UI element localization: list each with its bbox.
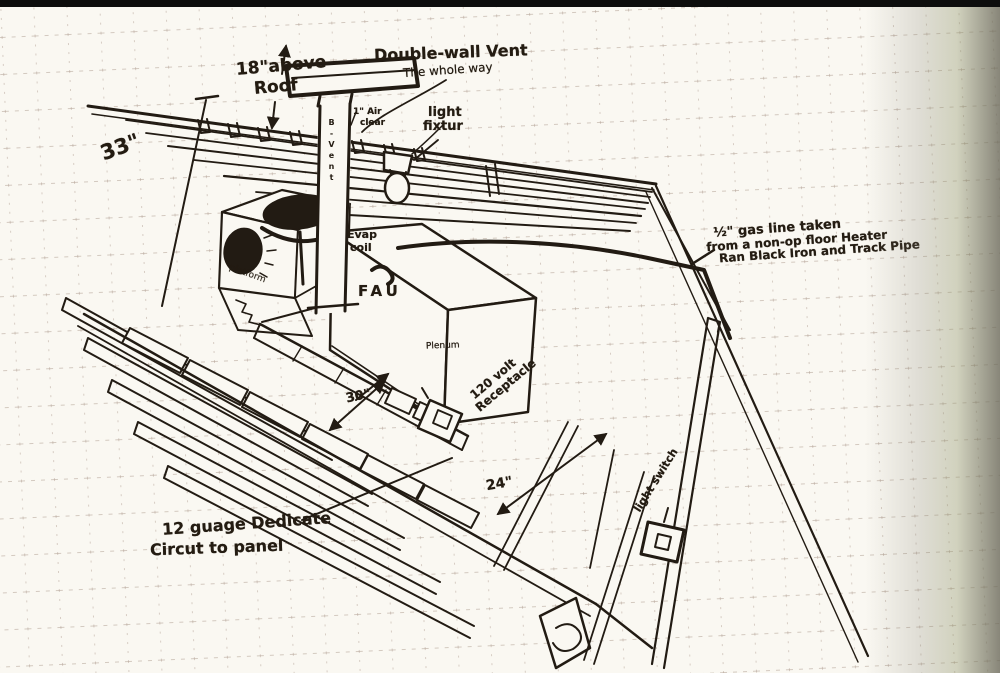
fau-cabinet <box>328 222 538 426</box>
catwalk-planks <box>121 327 480 529</box>
label-18-above-roof: Roof <box>253 75 299 99</box>
dim-33-line <box>161 99 207 307</box>
gas-valve-scribble <box>370 264 395 286</box>
gas-line <box>396 239 732 340</box>
vent-cap <box>284 56 420 98</box>
ceiling-joists <box>61 297 475 639</box>
dim-30-arrow <box>328 380 386 432</box>
round-duct-opening-front <box>223 227 263 275</box>
light-fixture-drawing <box>382 123 445 205</box>
light-bulb <box>383 171 411 205</box>
label-pipe-marking: B-Vent <box>327 118 336 184</box>
gas-note-leader <box>690 248 716 266</box>
label-evap: Evap <box>347 228 377 241</box>
up-arrow <box>278 44 291 75</box>
light-switch-symbol <box>639 507 686 564</box>
receptacle-symbol <box>416 387 464 444</box>
label-light: light <box>428 105 462 120</box>
fixture-label-leader <box>413 139 439 161</box>
switch-board <box>650 316 722 670</box>
circuit-note-leader <box>301 457 453 521</box>
measurements-and-leaders <box>161 44 608 521</box>
vent-pipe <box>284 56 420 315</box>
label-air-clear-2: clear <box>360 118 386 128</box>
label-air-clear-1: 1" Air <box>353 107 382 117</box>
down-arrow <box>266 101 280 130</box>
label-plenum: Plenum <box>425 340 460 352</box>
label-fixtur: fixtur <box>423 119 463 134</box>
label-fau: FAU <box>358 282 402 300</box>
label-coil: coil <box>350 241 372 254</box>
vent-label-leader <box>361 79 447 133</box>
scan-top-border <box>0 0 1000 7</box>
dim-24-arrow <box>496 432 608 516</box>
